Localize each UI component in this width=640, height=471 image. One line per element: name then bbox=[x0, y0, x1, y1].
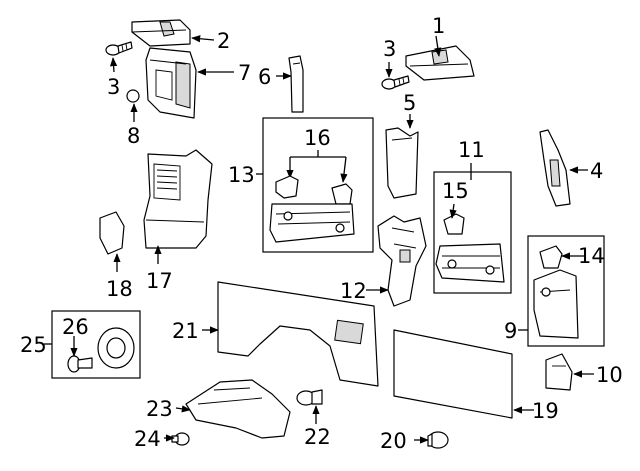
part-21-wheelhouse-panel bbox=[217, 281, 379, 387]
part-8-grommet bbox=[126, 89, 140, 103]
callout-23: 23 bbox=[146, 397, 173, 421]
callout-21: 21 bbox=[172, 319, 199, 343]
callout-1: 1 bbox=[432, 14, 445, 38]
part-3-bolt-left bbox=[105, 41, 133, 56]
callout-3-left: 3 bbox=[107, 75, 120, 99]
callout-17: 17 bbox=[146, 269, 173, 293]
part-18-trim bbox=[99, 211, 125, 255]
group-11-box bbox=[433, 163, 512, 294]
leader-lines bbox=[44, 35, 594, 444]
part-3-bolt-right bbox=[381, 75, 410, 90]
part-5-pillar-trim bbox=[385, 127, 419, 199]
part-4-lock-pillar bbox=[539, 129, 571, 207]
part-20-clip bbox=[427, 431, 449, 449]
part-2-pillar-cap bbox=[131, 19, 191, 47]
callout-15: 15 bbox=[442, 179, 469, 203]
callout-20: 20 bbox=[380, 429, 407, 453]
group-25-box bbox=[51, 310, 141, 379]
callout-16: 16 bbox=[304, 126, 331, 150]
callout-26: 26 bbox=[62, 315, 89, 339]
callout-3-right: 3 bbox=[383, 37, 396, 61]
part-19-flat-panel bbox=[393, 329, 513, 419]
part-23-wheelhouse-cover bbox=[185, 379, 291, 439]
callout-4: 4 bbox=[590, 159, 603, 183]
part-22-clip bbox=[296, 389, 323, 406]
part-1-upper-trim-right bbox=[405, 45, 475, 81]
part-12-pillar-trim bbox=[377, 215, 427, 307]
callout-13: 13 bbox=[228, 163, 255, 187]
callout-24: 24 bbox=[134, 427, 161, 451]
callout-10: 10 bbox=[596, 363, 623, 387]
callout-labels: 1 2 3 3 4 5 6 7 8 9 10 11 12 13 14 15 16… bbox=[20, 14, 623, 453]
callout-14: 14 bbox=[578, 244, 605, 268]
callout-2: 2 bbox=[217, 29, 230, 53]
callout-18: 18 bbox=[106, 277, 133, 301]
group-13-box bbox=[262, 117, 374, 253]
callout-9: 9 bbox=[504, 319, 517, 343]
callout-11: 11 bbox=[458, 138, 485, 162]
callout-6: 6 bbox=[258, 65, 271, 89]
part-17-quarter-panel bbox=[143, 149, 213, 249]
callout-7: 7 bbox=[238, 61, 251, 85]
part-10-bracket bbox=[545, 353, 573, 391]
part-24-clip bbox=[171, 432, 190, 446]
callout-22: 22 bbox=[304, 425, 331, 449]
callout-25: 25 bbox=[20, 333, 47, 357]
part-7-quarter-trim bbox=[145, 47, 197, 119]
callout-8: 8 bbox=[127, 124, 140, 148]
callout-19: 19 bbox=[532, 399, 559, 423]
callout-5: 5 bbox=[403, 91, 416, 115]
group-9-box bbox=[527, 235, 605, 347]
part-6-narrow-pillar bbox=[288, 55, 304, 113]
callout-12: 12 bbox=[340, 279, 367, 303]
